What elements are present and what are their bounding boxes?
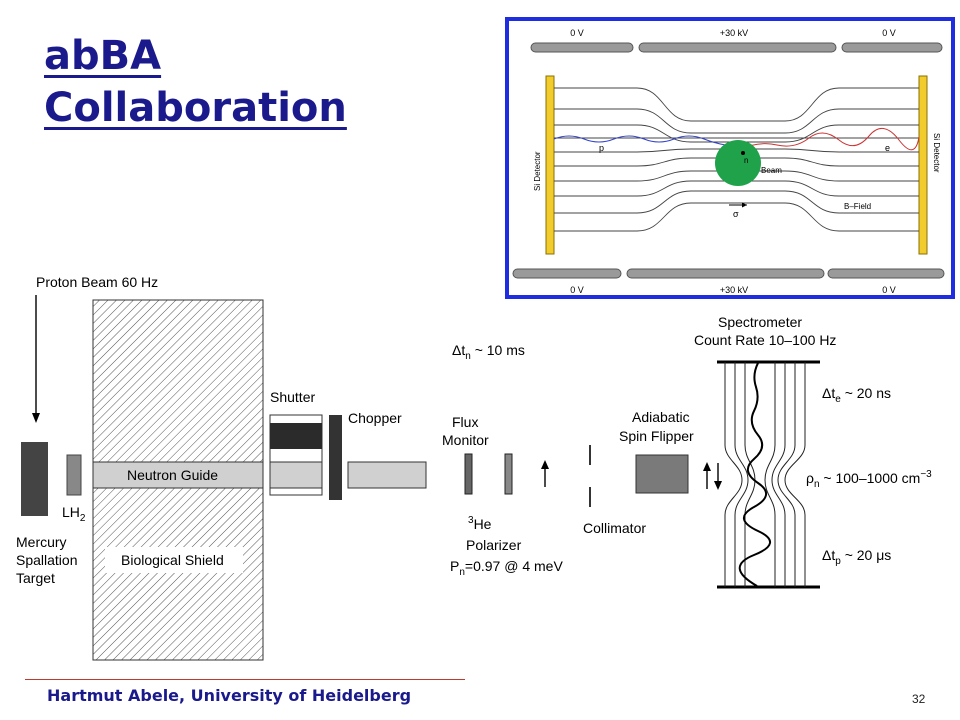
spin-flipper-label-1: Adiabatic — [632, 409, 690, 425]
electrode-top-left — [530, 42, 634, 53]
proton-beam-label: Proton Beam 60 Hz — [36, 274, 158, 290]
shutter-dark-block — [270, 423, 322, 449]
lh2-moderator — [66, 454, 82, 496]
voltage-bottom-right: 0 V — [882, 285, 896, 295]
dte-label: Δte ~ 20 ns — [822, 385, 891, 405]
flux-monitor — [464, 453, 473, 495]
spectrometer-field-lines — [724, 362, 806, 587]
he3-label: 3He — [468, 515, 492, 532]
particle-track — [738, 362, 771, 587]
polarizer-label: Polarizer — [466, 537, 522, 553]
neutron-guide-label: Neutron Guide — [127, 467, 218, 483]
voltage-bottom-left: 0 V — [570, 285, 584, 295]
flip-down-arrowhead — [714, 481, 722, 490]
footer-divider — [25, 679, 465, 680]
neutron-beam-spot — [715, 140, 761, 186]
si-detector-left — [545, 75, 555, 255]
proton-beam-arrowhead — [32, 413, 40, 423]
electron-label: e — [885, 143, 890, 153]
neutron-dot — [741, 151, 745, 155]
voltage-bottom-center: +30 kV — [720, 285, 748, 295]
polarization-label: Pn=0.97 @ 4 meV — [450, 558, 563, 578]
chopper-label: Chopper — [348, 410, 402, 426]
beam-label: Beam — [761, 166, 782, 175]
electrode-bottom-left — [512, 268, 622, 279]
mercury-label-3: Target — [16, 570, 55, 586]
neutron-guide — [92, 461, 264, 489]
voltage-top-right: 0 V — [882, 28, 896, 38]
slide-title: abBA Collaboration — [44, 30, 374, 134]
dtp-label: Δtp ~ 20 μs — [822, 547, 891, 567]
mercury-label-2: Spallation — [16, 552, 78, 568]
spectrometer-inset: 0 V +30 kV 0 V 0 V +30 kV 0 V Si Detecto… — [505, 17, 955, 299]
footer-author: Hartmut Abele, University of Heidelberg — [47, 686, 412, 705]
flux-monitor-label-2: Monitor — [442, 432, 489, 448]
title-line-1: abBA — [44, 33, 162, 79]
density-label: ρn ~ 100–1000 cm−3 — [806, 469, 932, 490]
guide-after-chopper — [347, 461, 427, 489]
neutron-label: n — [744, 156, 748, 165]
si-detector-left-label: Si Detector — [533, 151, 542, 191]
collimator-label: Collimator — [583, 520, 646, 536]
he3-polarizer — [504, 453, 513, 495]
electrode-bottom-right — [827, 268, 945, 279]
spin-flipper — [635, 454, 689, 494]
si-detector-right — [918, 75, 928, 255]
chopper — [329, 415, 342, 500]
mercury-target — [21, 442, 48, 516]
biological-shield-label-bg — [105, 547, 243, 573]
spin-label: σ — [733, 209, 739, 219]
bfield-label: B–Field — [844, 202, 871, 211]
electron-trajectory — [740, 128, 920, 151]
beamline-diagram: Proton Beam 60 Hz Mercury Spallation Tar… — [16, 274, 932, 661]
spin-up-arrowhead — [541, 460, 549, 469]
spectrometer-label-1: Spectrometer — [718, 314, 802, 330]
electrode-bottom-center — [626, 268, 825, 279]
shutter-guide — [269, 461, 323, 489]
proton-label: p — [599, 143, 604, 153]
spin-flipper-label-2: Spin Flipper — [619, 428, 694, 444]
dtn-label: Δtn ~ 10 ms — [452, 342, 525, 362]
voltage-top-center: +30 kV — [720, 28, 748, 38]
mercury-label-1: Mercury — [16, 534, 67, 550]
title-line-2: Collaboration — [44, 85, 347, 131]
flux-monitor-label-1: Flux — [452, 414, 478, 430]
voltage-top-left: 0 V — [570, 28, 584, 38]
spin-arrow-head — [742, 202, 747, 208]
lh2-label: LH2 — [62, 504, 86, 524]
shutter-label: Shutter — [270, 389, 315, 405]
flip-up-arrowhead — [703, 462, 711, 471]
page-number: 32 — [912, 692, 926, 706]
electrode-top-right — [841, 42, 943, 53]
biological-shield-label: Biological Shield — [121, 552, 224, 568]
inset-svg: 0 V +30 kV 0 V 0 V +30 kV 0 V Si Detecto… — [512, 28, 945, 295]
electrode-top-center — [638, 42, 837, 53]
si-detector-right-label: Si Detector — [932, 133, 941, 173]
spectrometer-label-2: Count Rate 10–100 Hz — [694, 332, 836, 348]
proton-trajectory — [553, 135, 740, 148]
